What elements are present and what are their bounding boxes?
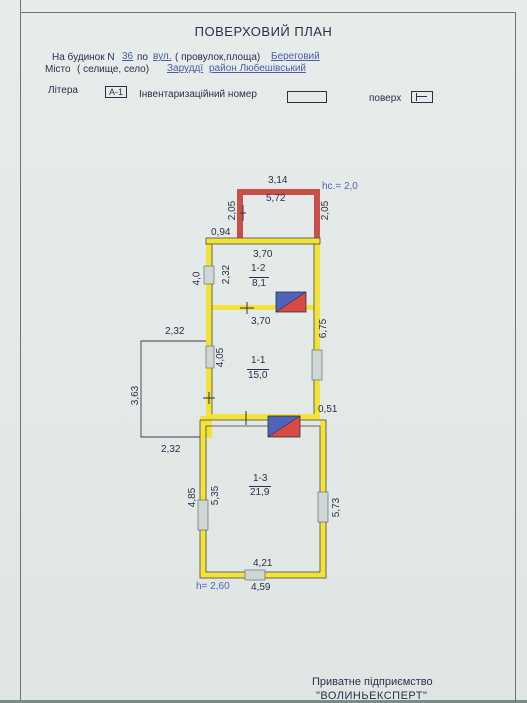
inventory-number-box (287, 91, 327, 103)
district-name: район Любешівський (209, 63, 307, 74)
village-name: Заруддї (167, 63, 204, 74)
dim-h-left-1-3: 4,85 (187, 487, 199, 508)
dim-top-porch: 3,14 (268, 175, 288, 186)
wall-outline (199, 237, 327, 579)
dim-h-1-2: 2,32 (221, 264, 233, 285)
windows (197, 265, 329, 581)
room-1-1-id: 1-1 (251, 355, 266, 366)
height-label: h= 2,60 (196, 581, 230, 592)
dim-right-5-73: 5,73 (331, 497, 343, 518)
city-label: Місто (45, 64, 71, 75)
room-1-2-area: 8,1 (252, 278, 266, 289)
stove-1 (275, 291, 307, 313)
dim-h-1-1: 4,05 (215, 347, 227, 368)
dim-step-051: 0,51 (318, 404, 338, 415)
dim-porch-left: 2,05 (227, 200, 239, 221)
by-label: по (137, 52, 148, 63)
page-title: ПОВЕРХОВИЙ ПЛАН (194, 24, 333, 39)
stove-2 (267, 415, 301, 438)
stamp-company-name: "ВОЛИНЬЕКСПЕРТ" (316, 690, 428, 702)
dim-w-1-2: 3,70 (253, 249, 273, 260)
dim-annex-side: 3,63 (130, 385, 142, 406)
stamp-company-type: Приватне підприємство (312, 676, 433, 688)
fraction-line-1-3 (249, 486, 271, 487)
room-1-3-area: 21,9 (250, 487, 270, 498)
dim-w-1-3: 4,21 (253, 558, 273, 569)
annex-outline (140, 340, 206, 438)
house-label: На будинок N (52, 52, 115, 63)
city-hint: ( селище, село) (77, 64, 150, 75)
dim-annex-top: 2,32 (165, 326, 185, 337)
porch-area: 5,72 (266, 193, 286, 204)
dim-right-6-75: 6,75 (318, 318, 330, 339)
litera-label: Літера (48, 85, 78, 96)
inventory-label: Інвентаризаційний номер (139, 89, 257, 100)
dim-porch-right: 2,05 (320, 200, 332, 221)
dim-w-total: 4,59 (251, 582, 271, 593)
street-type: вул. (153, 51, 172, 62)
street-type-hint: ( провулок,площа) (175, 52, 261, 63)
room-1-1-area: 15,0 (248, 370, 268, 381)
dim-annex-bottom: 2,32 (161, 444, 181, 455)
floor-symbol (411, 91, 433, 103)
fraction-line-1-1 (247, 369, 269, 370)
margin-line (20, 0, 21, 700)
dim-ledge: 0,94 (211, 227, 231, 238)
floor-label: поверх (369, 93, 402, 104)
porch-walls (237, 189, 320, 241)
litera-value: А-1 (105, 86, 128, 98)
page-frame (20, 12, 516, 703)
house-number: 36 (122, 51, 134, 62)
room-1-3-id: 1-3 (253, 473, 268, 484)
street-name: Береговий (271, 51, 320, 62)
dim-h-1-3: 5,35 (210, 485, 222, 506)
room-1-2-id: 1-2 (251, 263, 266, 274)
porch-height-label: hc.= 2,0 (322, 181, 358, 192)
dim-w-1-1: 3,70 (251, 316, 271, 327)
house-walls (200, 238, 326, 578)
door-marks (203, 205, 254, 425)
fraction-line-1-2 (249, 277, 269, 278)
dim-h-left-outer: 4,0 (191, 271, 203, 286)
